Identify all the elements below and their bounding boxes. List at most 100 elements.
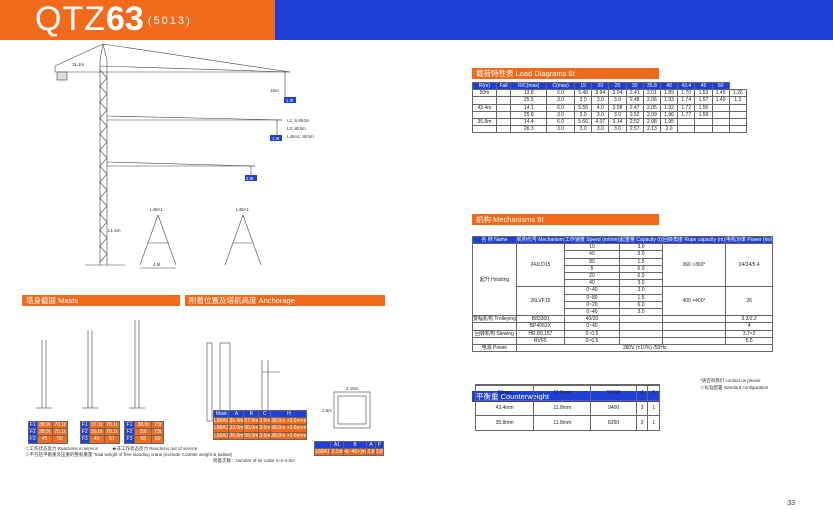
load-value-cell: 1.93 <box>659 96 679 105</box>
mech-code-cell: BP4063X <box>515 322 565 331</box>
mech-code-cell: B83360 <box>515 315 565 324</box>
load-fall-cell <box>495 96 512 105</box>
load-value-cell: 2.52 <box>625 110 644 120</box>
dim-4-5: 4.5t <box>153 262 161 267</box>
mechanisms-header: 机构 Mechanisms 6t <box>472 214 659 225</box>
load-value-cell: 1.57 <box>694 96 713 105</box>
dim-1-6: 1.6m <box>322 408 333 413</box>
mast-value-cell: 45 <box>36 435 53 444</box>
header-orange-band <box>0 0 275 40</box>
cw-value-cell: 10600 <box>590 385 637 401</box>
load-value-cell: 2.01 <box>642 89 661 98</box>
cw-value-cell: 11.8mm <box>533 385 592 401</box>
load-value-cell: 1.56 <box>694 103 713 112</box>
load-value-cell: 14.1 <box>510 103 548 112</box>
load-value-cell: 2.52 <box>625 118 644 127</box>
cw-value-cell: 50mm <box>474 385 535 401</box>
small-value-cell: 4(~40+)m <box>342 448 368 457</box>
legend-l2: L2: 8t/4m <box>287 126 306 131</box>
mech-rope-cell <box>662 336 726 346</box>
mech-speed-cell: 40 <box>563 279 621 288</box>
legend-l1: L1: 6.9t/4m <box>287 118 310 123</box>
load-value-cell: 1.89 <box>659 89 679 98</box>
load-value-cell: 3.94 <box>591 89 610 98</box>
load-value-cell: 1.96 <box>659 110 679 120</box>
small-header-cell: A <box>366 440 376 450</box>
cw-value-cell: 1 <box>647 385 660 401</box>
mech-cap-cell <box>619 329 663 338</box>
mech-speed-cell: 40 <box>563 250 621 259</box>
load-header-cell: Fall <box>495 81 512 91</box>
load-value-cell <box>728 103 748 112</box>
load-value-cell: 1.95 <box>659 118 679 127</box>
mech-speed-cell: 5 <box>563 264 621 274</box>
load-header-cell: R/C(max) <box>510 81 548 91</box>
note-standard: ☆标准配置 standard configuration <box>700 385 769 390</box>
mech-header-cell: 名 称 Name <box>472 235 517 245</box>
anchor-value-cell: 58.0m <box>243 431 260 440</box>
mech-power-cell: 3.3/2.2 <box>724 315 774 324</box>
mast-value-cell: 39t <box>133 428 153 437</box>
dim-2-15: 2.15m <box>346 386 359 391</box>
load-value-cell: 3.14 <box>608 118 627 127</box>
load-value-cell: 1.26 <box>728 89 748 98</box>
load-value-cell: 14.4 <box>510 118 548 127</box>
cw-value-cell: 9400 <box>590 400 637 416</box>
load-header-cell: 15 <box>574 81 593 91</box>
cw-value-cell: 3 <box>635 400 649 416</box>
mast-label-cell: F1 <box>28 420 38 430</box>
load-header-cell: 45 <box>694 81 713 91</box>
load-value-cell: 1.77 <box>677 110 696 120</box>
anchor-value-cell: 36.4m <box>228 417 245 426</box>
cw-value-cell: 11.8mm <box>533 400 592 416</box>
mech-cap-cell: 1.5 <box>619 257 663 266</box>
mech-power-cell: 3.7×2 <box>724 329 774 338</box>
note-total-weight: ☆不包括平衡重及压重的整机重量 Total weight of free sta… <box>25 452 233 457</box>
mech-cap-cell: 3.0 <box>619 279 663 288</box>
mech-speed-cell: 80 <box>563 257 621 266</box>
load-value-cell: 2.41 <box>625 89 644 98</box>
load-radius-cell <box>472 96 497 105</box>
load-value-cell: 3.0 <box>591 96 610 105</box>
mech-power-value: 380V (±10%) /50Hz <box>515 344 774 353</box>
mech-speed-cell: 0~0.5 <box>563 329 621 338</box>
load-value-cell: 2.08 <box>642 118 661 127</box>
load-value-cell: 1.74 <box>677 96 696 105</box>
load-value-cell: 3.04 <box>608 89 627 98</box>
anchor-header-cell: B <box>243 409 260 419</box>
load-radius-cell: 43.4m <box>472 103 497 112</box>
load-value-cell: 13.8 <box>510 89 548 98</box>
load-header-cell: 30 <box>625 81 644 91</box>
mast-value-cell: 38.6t <box>133 420 153 430</box>
anchor-value-cell: 33.0m <box>228 424 245 433</box>
masts-header: 塔身截面 Masts <box>22 295 180 306</box>
load-value-cell: 3.0 <box>546 96 576 105</box>
mech-rope-cell: 400 >400° <box>662 286 726 317</box>
mast-value-cell: 51 <box>103 435 121 444</box>
note-in-service: ☆工作状态反力 Reactions in service <box>25 446 99 451</box>
mech-name-cell <box>472 336 517 346</box>
dim-11m: 11.1m <box>72 62 85 67</box>
load-value-cell: 1.53 <box>694 89 713 98</box>
cw-value-cell: 8250 <box>590 415 637 431</box>
cw-value-cell: 1 <box>647 400 660 416</box>
